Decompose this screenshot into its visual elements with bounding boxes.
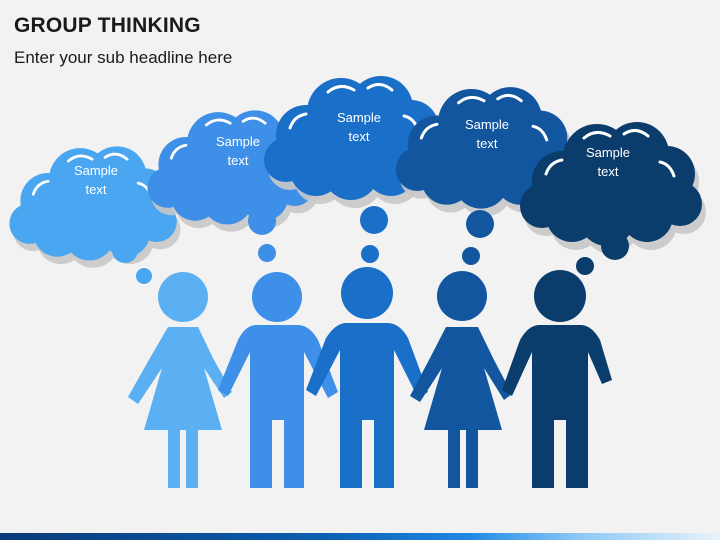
thought-cloud-4: Sample text — [395, 87, 579, 217]
cloud-label-5-line2: text — [598, 164, 619, 179]
cloud-label-1-line2: text — [86, 182, 107, 197]
cloud-label-1-line1: Sample — [74, 163, 118, 178]
thought-cloud-2: Sample text — [147, 110, 319, 232]
person-4-female-icon — [410, 271, 512, 488]
thought-bubbles — [112, 206, 629, 284]
cloud-label-3-line2: text — [349, 129, 370, 144]
thought-cloud-1: Sample text — [9, 146, 181, 268]
person-1-female-icon — [128, 272, 232, 488]
cloud-label-2-line1: Sample — [216, 134, 260, 149]
person-3-male-icon — [306, 267, 428, 488]
footer-gradient-bar — [0, 533, 720, 540]
person-2-male-icon — [218, 272, 338, 488]
cloud-label-4-line1: Sample — [465, 117, 509, 132]
cloud-label-3-line1: Sample — [337, 110, 381, 125]
person-5-male-icon — [502, 270, 612, 488]
page-title: GROUP THINKING — [14, 14, 201, 37]
thought-cloud-5: Sample text — [520, 122, 706, 254]
cloud-label-4-line2: text — [477, 136, 498, 151]
thought-cloud-3: Sample text — [264, 76, 450, 208]
cloud-label-5-line1: Sample — [586, 145, 630, 160]
page-subtitle: Enter your sub headline here — [14, 48, 233, 67]
cloud-label-2-line2: text — [228, 153, 249, 168]
